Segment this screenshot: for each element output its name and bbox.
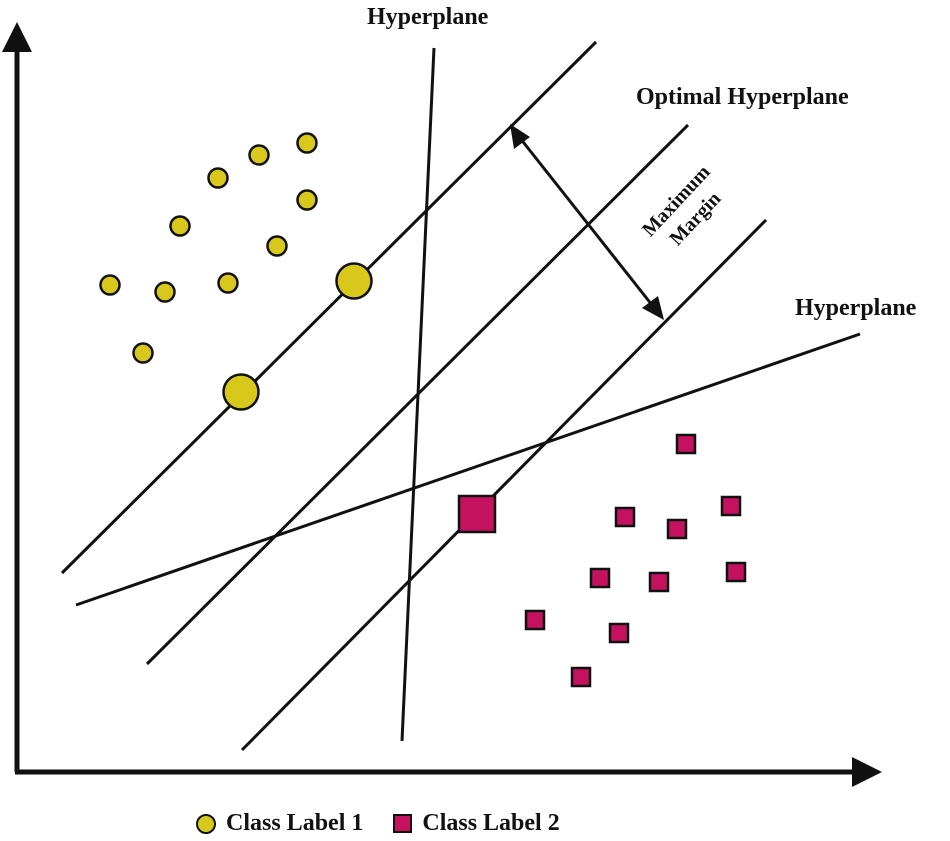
- legend-label-class-1: Class Label 1: [226, 810, 364, 836]
- circle-icon: [196, 813, 216, 834]
- hyperplane-label-top: Hyperplane: [367, 4, 489, 30]
- support-vector-class-2: [457, 494, 497, 534]
- class-1-point: [296, 189, 318, 211]
- class-1-point: [169, 215, 191, 237]
- class-2-point: [614, 506, 636, 528]
- class-1-points: [99, 132, 373, 411]
- maximum-margin-label: Maximum Margin: [638, 161, 725, 250]
- x-axis-arrow-icon: [852, 757, 882, 787]
- class-1-point: [217, 272, 239, 294]
- margin-arrow-head-bottom-icon: [642, 296, 664, 320]
- class-2-point: [524, 609, 546, 631]
- class-2-point: [675, 433, 697, 455]
- hyperplane-label-right: Hyperplane: [795, 295, 917, 321]
- class-1-point: [266, 235, 288, 257]
- class-2-points: [457, 433, 747, 688]
- maximum-margin-arrow: [510, 124, 664, 320]
- class-2-point: [608, 622, 630, 644]
- support-vector-class-1: [222, 373, 260, 411]
- legend: Class Label 1 Class Label 2: [196, 810, 590, 837]
- legend-item-class-1: Class Label 1: [196, 810, 363, 837]
- class-2-point: [589, 567, 611, 589]
- class-2-point: [666, 518, 688, 540]
- hyperplane-line-shallow: [75, 332, 861, 607]
- class-2-point: [720, 495, 742, 517]
- margin-arrow-shaft: [518, 137, 654, 306]
- class-2-point: [725, 561, 747, 583]
- class-1-point: [296, 132, 318, 154]
- legend-label-class-2: Class Label 2: [422, 810, 560, 836]
- legend-item-class-2: Class Label 2: [393, 810, 560, 837]
- y-axis-arrow-icon: [2, 22, 32, 52]
- square-icon: [393, 814, 413, 833]
- class-2-point: [570, 666, 592, 688]
- class-1-point: [132, 342, 154, 364]
- margin-arrow-head-top-icon: [510, 124, 530, 149]
- hyperplane-line-vertical: [400, 47, 436, 742]
- class-2-point: [648, 571, 670, 593]
- support-vector-class-1: [335, 262, 373, 300]
- class-1-point: [154, 281, 176, 303]
- optimal-hyperplane-label: Optimal Hyperplane: [636, 84, 849, 110]
- margin-line-upper: [60, 40, 598, 575]
- svm-diagram: Hyperplane Optimal Hyperplane Hyperplane…: [2, 4, 917, 787]
- class-1-point: [248, 144, 270, 166]
- hyperplane-lines: [60, 40, 861, 752]
- margin-line-lower: [240, 218, 768, 752]
- axes: [2, 22, 882, 787]
- class-1-point: [99, 274, 121, 296]
- class-1-point: [207, 167, 229, 189]
